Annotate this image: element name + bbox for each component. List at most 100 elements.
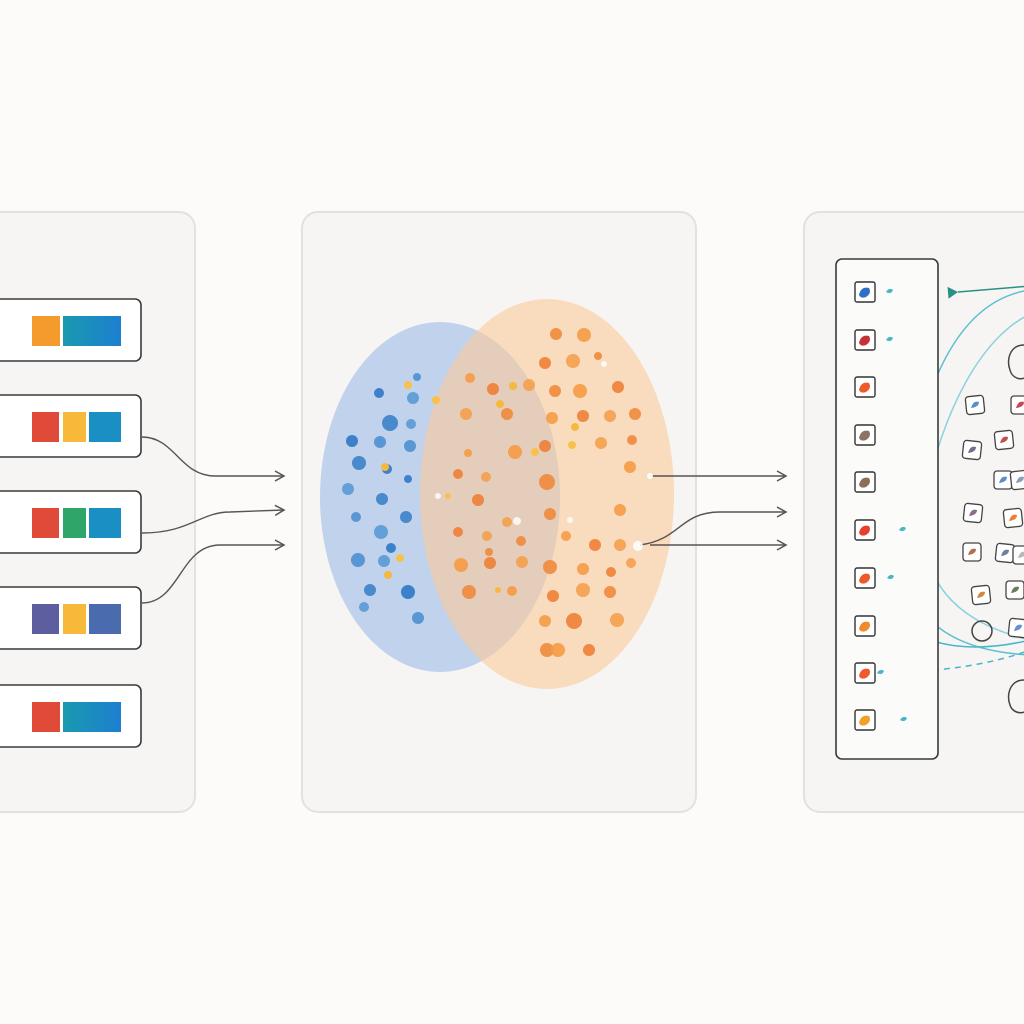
- output-list-item: [854, 376, 876, 398]
- cluster-dot-orange: [551, 643, 565, 657]
- color-swatch: [32, 702, 60, 732]
- cluster-dot-yellow: [404, 381, 412, 389]
- scatter-item-glyph: [1001, 549, 1009, 556]
- cluster-dot-orange: [549, 385, 561, 397]
- feedback-arc: [947, 285, 1024, 299]
- color-swatch: [32, 316, 60, 346]
- cluster-dot-blue: [412, 612, 424, 624]
- color-swatch: [89, 604, 121, 634]
- output-list-icons: [854, 281, 907, 731]
- cluster-dot-orange: [614, 539, 626, 551]
- connector-arrow: [141, 504, 286, 534]
- teal-mark: [877, 669, 884, 675]
- scatter-item: [993, 470, 1013, 490]
- cluster-connectors: [639, 470, 788, 551]
- cluster-dot-blue: [351, 553, 365, 567]
- cluster-dot-orange: [454, 558, 468, 572]
- cluster-dot-orange: [546, 412, 558, 424]
- scatter-item: [1012, 545, 1024, 565]
- cluster-dot-orange: [594, 352, 602, 360]
- output-panel: [803, 211, 1024, 813]
- cluster-dot-orange: [604, 410, 616, 422]
- connector-arrow: [141, 436, 286, 482]
- cluster-dot-orange: [561, 531, 571, 541]
- scatter-item-glyph: [1009, 514, 1017, 521]
- cluster-dot-yellow: [496, 400, 504, 408]
- cluster-dot-blue: [404, 475, 412, 483]
- output-list-item: [854, 567, 894, 589]
- cluster-dot-orange: [627, 435, 637, 445]
- cluster-dot-yellow: [396, 554, 404, 562]
- teal-mark: [900, 716, 907, 722]
- cluster-dot-orange: [487, 383, 499, 395]
- cluster-dot-blue: [342, 483, 354, 495]
- cluster-dot-orange: [576, 583, 590, 597]
- cluster-dot-blue: [413, 373, 421, 381]
- cluster-dot-orange: [583, 644, 595, 656]
- cluster-dot-blue: [401, 585, 415, 599]
- cluster-dot-orange: [573, 384, 587, 398]
- scatter-item-glyph: [1018, 551, 1024, 558]
- output-list-item: [854, 519, 906, 541]
- loop-outlines: [971, 344, 1024, 714]
- cluster-dot-blue: [376, 493, 388, 505]
- cluster-dot-orange: [544, 508, 556, 520]
- color-swatch: [32, 604, 59, 634]
- list-item-glyph: [859, 335, 870, 346]
- scatter-icons: [961, 394, 1024, 639]
- teal-mark: [887, 574, 894, 580]
- cluster-dot-blue: [378, 555, 390, 567]
- list-item-glyph: [859, 573, 870, 584]
- cluster-dot-orange: [539, 474, 555, 490]
- cluster-dot-highlight: [435, 493, 441, 499]
- cluster-dot-orange: [604, 586, 616, 598]
- list-item-glyph: [859, 668, 870, 679]
- color-swatch: [63, 508, 86, 538]
- scatter-item-glyph: [1000, 436, 1008, 443]
- color-swatch: [89, 508, 121, 538]
- scatter-item-glyph: [971, 401, 979, 408]
- cluster-dot-orange: [612, 381, 624, 393]
- cluster-dot-orange: [523, 379, 535, 391]
- cluster-dot-yellow: [568, 441, 576, 449]
- cluster-dot-orange: [606, 567, 616, 577]
- list-item-glyph: [859, 621, 870, 632]
- cluster-dot-yellow: [531, 448, 539, 456]
- glow-dot: [633, 541, 643, 551]
- list-item-glyph: [859, 715, 870, 726]
- cluster-panel: [301, 211, 697, 813]
- scatter-item: [1009, 469, 1024, 491]
- color-swatch: [32, 412, 59, 442]
- cluster-dot-orange: [566, 354, 580, 368]
- cluster-dot-blue: [382, 415, 398, 431]
- cluster-dot-blue: [359, 602, 369, 612]
- cluster-dot-yellow: [509, 382, 517, 390]
- scatter-item: [1005, 580, 1024, 600]
- cluster-dot-orange: [624, 461, 636, 473]
- cluster-dot-blue: [346, 435, 358, 447]
- list-item-glyph: [859, 477, 870, 488]
- cluster-dot-orange: [543, 560, 557, 574]
- cluster-dot-orange: [577, 410, 589, 422]
- cluster-dot-orange: [482, 531, 492, 541]
- output-list-item: [854, 709, 907, 731]
- scatter-item-glyph: [968, 548, 976, 555]
- scatter-item: [964, 394, 986, 416]
- cluster-dot-yellow: [571, 423, 579, 431]
- color-swatch: [63, 604, 86, 634]
- cluster-dot-orange: [540, 643, 554, 657]
- cluster-dot-orange: [465, 373, 475, 383]
- teal-mark: [886, 288, 893, 294]
- cluster-dot-blue: [374, 525, 388, 539]
- cluster-dot-orange: [577, 563, 589, 575]
- cluster-dots: [342, 328, 641, 657]
- scatter-item-glyph: [977, 591, 985, 598]
- cluster-dot-orange: [453, 469, 463, 479]
- cluster-dot-orange: [595, 437, 607, 449]
- cluster-dot-yellow: [381, 463, 389, 471]
- color-swatch: [63, 316, 121, 346]
- loop-outline: [971, 620, 993, 642]
- scatter-item: [1010, 395, 1024, 415]
- cluster-dot-blue: [407, 392, 419, 404]
- cluster-dot-orange: [629, 408, 641, 420]
